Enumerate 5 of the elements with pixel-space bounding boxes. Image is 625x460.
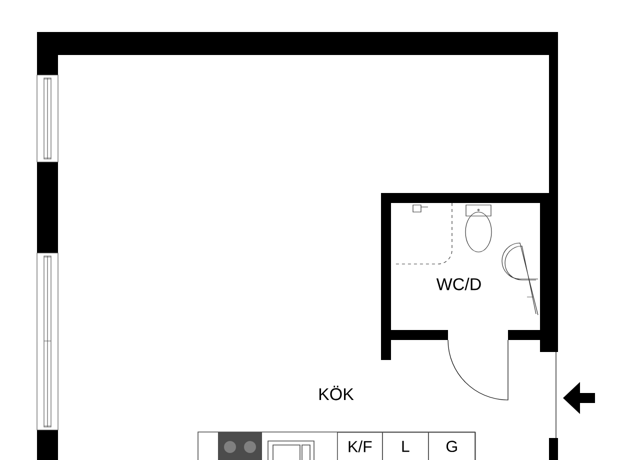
- room-label: WC/D: [436, 278, 481, 290]
- room-label: KÖK: [319, 386, 354, 400]
- appliance-box: G: [428, 432, 476, 460]
- appliance-box: K/F: [337, 432, 383, 460]
- appliance-box: L: [382, 432, 429, 460]
